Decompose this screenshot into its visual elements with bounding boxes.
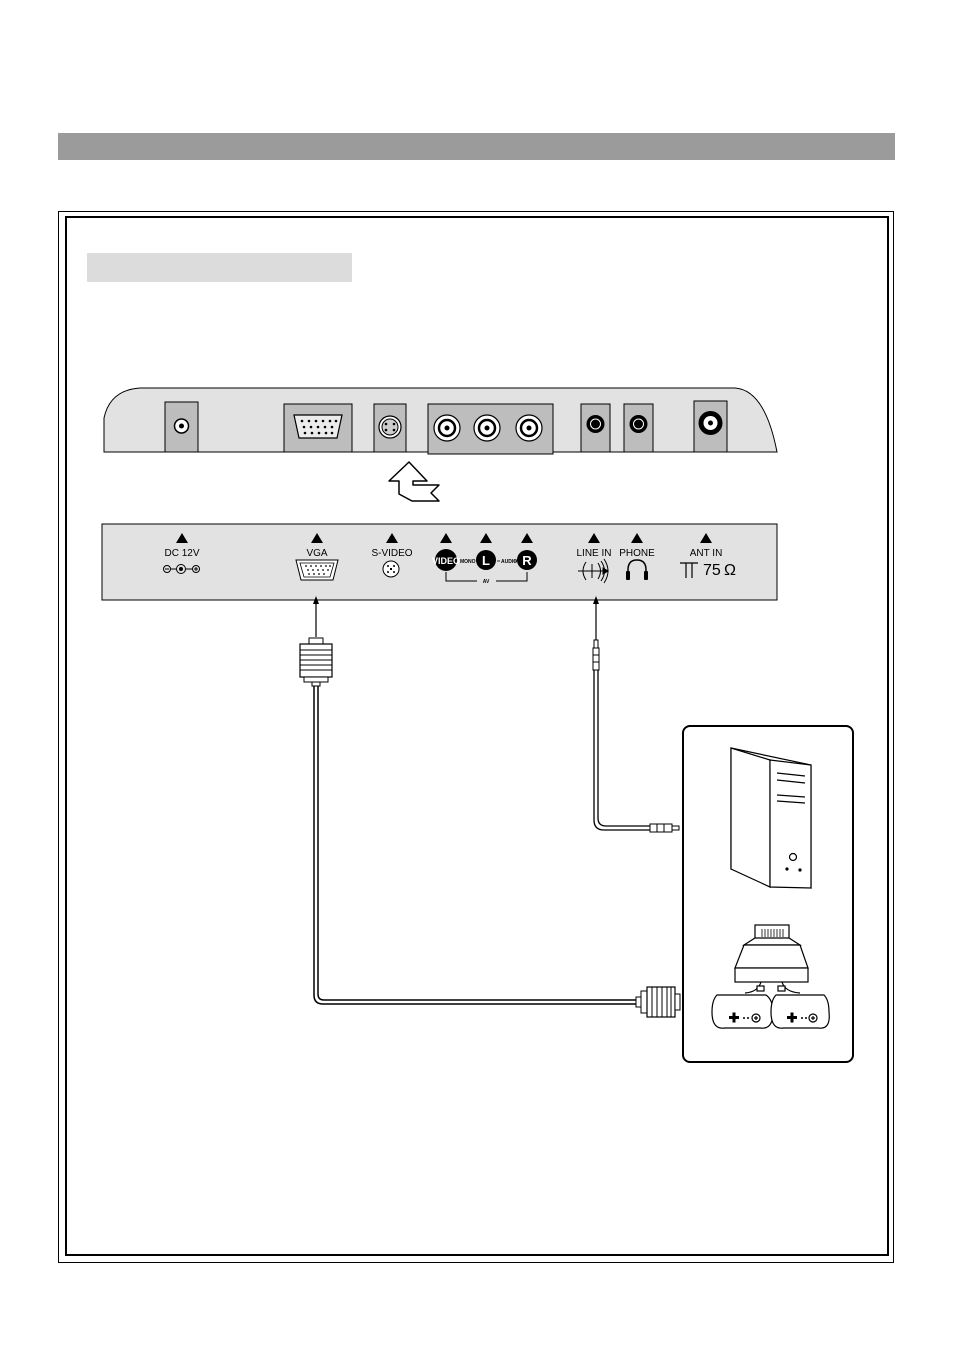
av-left-badge: L <box>476 550 496 570</box>
rca-left-jack <box>474 415 500 441</box>
label-ant-value: 75 <box>703 562 721 579</box>
label-left: L <box>482 553 490 568</box>
label-vga: VGA <box>306 548 327 559</box>
vga-port-icon <box>296 560 338 580</box>
zoom-arrow-icon <box>389 462 439 501</box>
svideo-port-icon <box>383 561 399 577</box>
label-mono: MONO <box>460 559 476 565</box>
label-right: R <box>522 553 532 568</box>
label-audio: AUDIO <box>501 559 517 565</box>
label-svideo: S-VIDEO <box>371 548 412 559</box>
label-ohm: Ω <box>724 562 736 579</box>
label-phone: PHONE <box>619 548 655 559</box>
line-in-connection-arrow <box>593 596 599 640</box>
av-right-badge: R <box>517 550 537 570</box>
connector-label-panel: DC 12V VGA S-VIDEO LINE IN PHONE ANT IN <box>102 524 777 600</box>
vga-connection-arrow <box>313 596 319 637</box>
tv-back-panel <box>104 388 777 454</box>
label-av: AV <box>483 579 490 585</box>
label-dc-12v: DC 12V <box>164 548 199 559</box>
computer-tower-icon <box>731 748 811 888</box>
audio-cable <box>593 640 679 832</box>
rca-video-jack <box>434 415 460 441</box>
label-ant-in: ANT IN <box>690 548 723 559</box>
label-video: VIDEO <box>432 556 460 566</box>
vga-cable <box>300 638 680 1017</box>
label-line-in: LINE IN <box>576 548 611 559</box>
rca-right-jack <box>516 415 542 441</box>
